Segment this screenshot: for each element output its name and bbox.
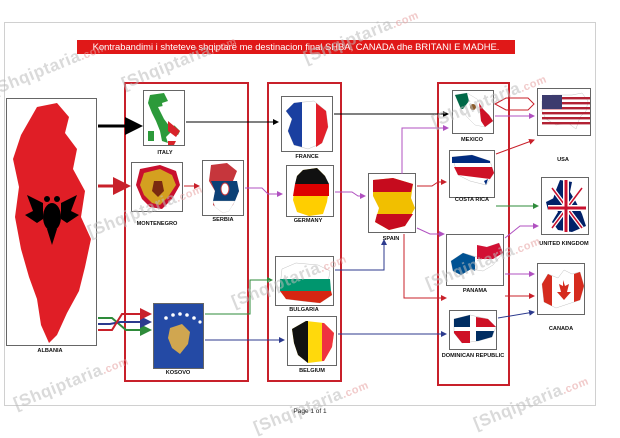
- label-germany: GERMANY: [293, 218, 323, 224]
- arrow-kosovo-bulgaria: [205, 277, 273, 315]
- group-box-europe: [267, 82, 342, 382]
- group-box-neighbors: [124, 82, 249, 382]
- montenegro-map: [131, 162, 183, 212]
- arrow-spain-costa-rica: [417, 179, 447, 187]
- page-border: [4, 22, 596, 406]
- serbia-map: [202, 160, 244, 216]
- france-map: [281, 96, 333, 152]
- label-mexico: MEXICO: [460, 137, 484, 143]
- arrow-costarica-usa: [495, 138, 535, 155]
- arrow-albania-kosovo-green: [98, 317, 152, 336]
- label-united-kingdom: UNITED KINGDOM: [539, 241, 589, 247]
- page-footer: Page 1 of 1: [293, 408, 327, 415]
- arrow-serbia-germany: [245, 187, 283, 197]
- united-kingdom-map: [541, 177, 589, 235]
- label-canada: CANADA: [548, 326, 574, 332]
- mexico-map: [452, 90, 494, 134]
- arrow-albania-kosovo-red: [98, 308, 152, 331]
- belgium-map: [287, 316, 337, 366]
- dominican-republic-map: [449, 310, 497, 350]
- kosovo-map: [153, 303, 204, 369]
- germany-map: [286, 165, 334, 217]
- canada-map: [537, 263, 585, 315]
- label-montenegro: MONTENEGRO: [136, 221, 178, 227]
- arrow-dominican-canada: [497, 309, 535, 319]
- label-serbia: SERBIA: [212, 217, 234, 223]
- label-spain: SPAIN: [382, 236, 400, 242]
- italy-map: [143, 90, 185, 146]
- costa-rica-map: [449, 150, 495, 198]
- arrow-panama-uk: [504, 223, 539, 239]
- panama-map: [446, 234, 504, 286]
- arrow-germany-spain: [335, 191, 366, 199]
- arrow-spain-panama: [416, 227, 445, 237]
- label-dominican-republic: DOMINICAN REPUBLIC: [441, 353, 505, 359]
- label-belgium: BELGIUM: [299, 368, 325, 374]
- diagram-title: Kontrabandimi i shteteve shqiptarë me de…: [77, 40, 515, 54]
- arrow-mexico-usa-shape: [493, 97, 535, 111]
- albania-map: [6, 98, 97, 346]
- usa-map: [537, 88, 591, 136]
- label-italy: ITALY: [157, 150, 173, 156]
- label-usa: USA: [557, 157, 569, 163]
- arrow-albania-kosovo-blue: [98, 316, 152, 328]
- label-bulgaria: BULGARIA: [289, 307, 319, 313]
- arrow-spain-panama-red: [403, 234, 447, 301]
- spain-map: [368, 173, 416, 233]
- label-france: FRANCE: [295, 154, 319, 160]
- arrow-bulgaria-spain: [335, 239, 387, 271]
- label-kosovo: KOSOVO: [165, 370, 191, 376]
- arrow-spain-mexico: [401, 125, 449, 174]
- bulgaria-map: [275, 256, 334, 306]
- label-albania: ALBANIA: [37, 348, 63, 354]
- label-costa-rica: COSTA RICA: [454, 197, 490, 203]
- label-panama: PANAMA: [462, 288, 488, 294]
